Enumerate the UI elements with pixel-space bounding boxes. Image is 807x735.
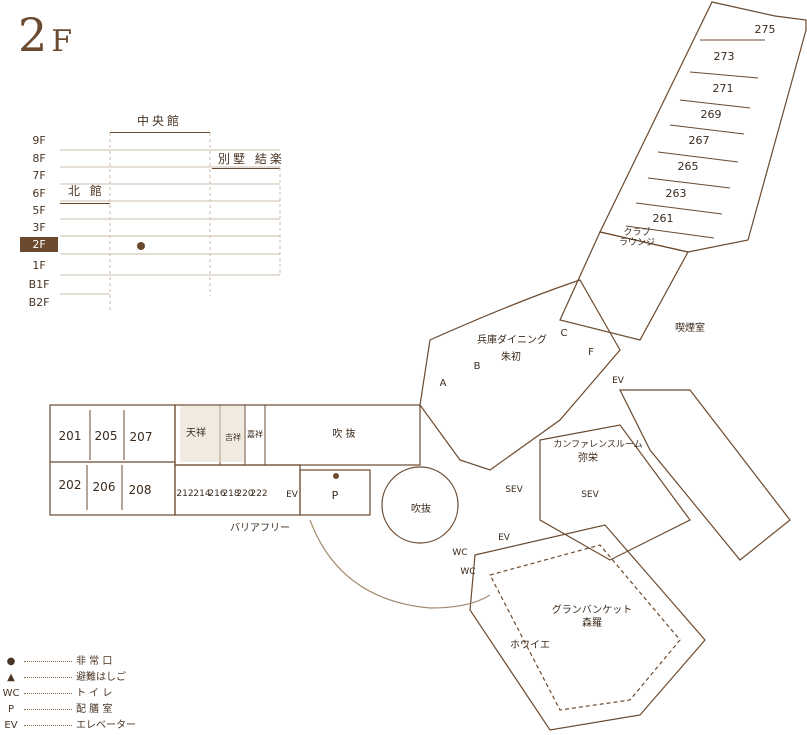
room-265: 265 [678, 160, 699, 173]
foyer-label: ホワイエ [510, 639, 550, 651]
section-b: B [474, 361, 481, 372]
room-201: 201 [59, 429, 82, 443]
conference-label: カンファレンスルーム [553, 439, 642, 450]
room-207: 207 [130, 430, 153, 444]
floor-6f[interactable]: 6F [32, 187, 46, 200]
ev-label-annex: EV [612, 376, 625, 386]
room-205: 205 [95, 429, 118, 443]
sev-label-1: SEV [505, 485, 523, 495]
kaki-label: 嘉祥 [247, 429, 263, 439]
floor-8f[interactable]: 8F [32, 152, 46, 165]
room-220: 220 [236, 489, 253, 499]
exit-marker [333, 473, 339, 479]
dining-name-label: 朱初 [501, 350, 521, 363]
pantry-label: P [332, 489, 339, 502]
current-location-marker [137, 242, 145, 250]
room-218: 218 [222, 489, 239, 499]
room-222: 222 [250, 489, 267, 499]
grand-banquet-outline [469, 524, 706, 731]
highlight-tenshou [180, 406, 244, 462]
divider [60, 203, 110, 204]
room-269: 269 [701, 108, 722, 121]
room-263: 263 [666, 187, 687, 200]
wc-label-2: WC [460, 567, 475, 577]
room-267: 267 [689, 134, 710, 147]
conference-name-label: 弥栄 [578, 451, 598, 464]
ev-label-hall: EV [498, 533, 511, 543]
sev-label-2: SEV [581, 490, 599, 500]
room-202: 202 [59, 478, 82, 492]
floor-7f[interactable]: 7F [32, 169, 46, 182]
divider [212, 168, 280, 169]
room-212: 212 [176, 489, 193, 499]
room-271: 271 [713, 82, 734, 95]
ev-label-central: EV [286, 490, 299, 500]
floor-number: 2 [18, 8, 48, 62]
legend-ladder: ▲避難はしご [7, 672, 126, 683]
room-275: 275 [755, 23, 776, 36]
floor-1f[interactable]: 1F [32, 259, 46, 272]
north-wing-outline [49, 404, 176, 516]
wc-label-1: WC [452, 548, 467, 558]
kissho-label: 吉祥 [225, 432, 241, 442]
floor-5f[interactable]: 5F [32, 204, 46, 217]
atrium-label-1: 吹 抜 [332, 427, 355, 440]
room-273: 273 [714, 50, 735, 63]
floor-9f[interactable]: 9F [32, 134, 46, 147]
dining-label: 兵庫ダイニング [477, 333, 547, 346]
room-216: 216 [208, 489, 225, 499]
floor-b1f[interactable]: B1F [28, 278, 50, 291]
smoking-room-label: 喫煙室 [675, 321, 705, 334]
floor-3f[interactable]: 3F [32, 221, 46, 234]
divider [110, 132, 210, 133]
building-north: 北 館 [68, 184, 105, 198]
grand-banquet-name-label: 森羅 [582, 616, 602, 629]
floor-suffix: F [51, 24, 73, 59]
atrium-label-2: 吹抜 [411, 502, 431, 515]
club-lounge-label: クラブラウンジ [619, 226, 655, 248]
building-central: 中央館 [137, 114, 183, 128]
room-206: 206 [93, 480, 116, 494]
room-208: 208 [129, 483, 152, 497]
room-214: 214 [193, 489, 210, 499]
section-c: C [561, 328, 568, 339]
room-261: 261 [653, 212, 674, 225]
legend-exit: ●非 常 口 [6, 656, 113, 667]
grand-banquet-label: グランバンケット [552, 603, 633, 616]
building-annex: 別墅 結楽 [218, 152, 285, 166]
tenshou-label: 天祥 [186, 426, 206, 439]
section-a: A [440, 378, 447, 389]
floor-index-grid [60, 133, 281, 312]
section-f: F [588, 347, 594, 358]
barrier-free-label: バリアフリー [230, 522, 290, 534]
floor-b2f[interactable]: B2F [28, 296, 50, 309]
floor-2f-current[interactable]: 2F [20, 237, 58, 252]
